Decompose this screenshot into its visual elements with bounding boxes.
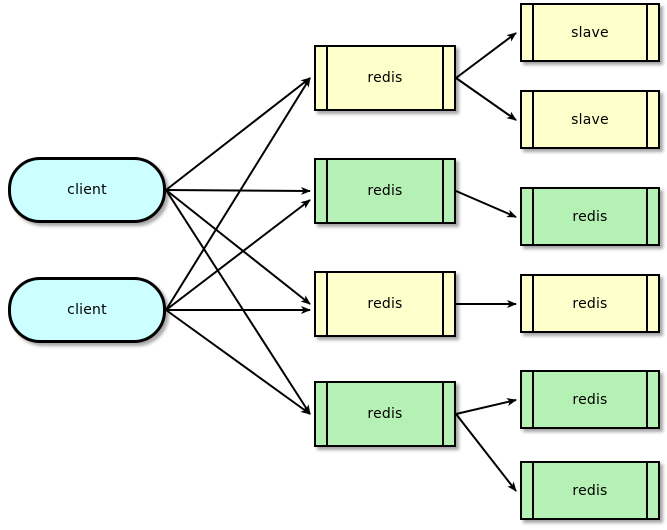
node-label: redis <box>367 406 403 422</box>
node-label: redis <box>572 295 608 312</box>
node-label: redis <box>572 482 608 499</box>
node-replica3[interactable]: redis <box>520 187 660 246</box>
node-label: redis <box>367 183 403 199</box>
edge-client1-to-master3 <box>165 189 311 305</box>
edge-client2-to-master4 <box>165 309 311 415</box>
node-label: client <box>67 182 107 198</box>
edge-master1-to-replica1 <box>455 32 517 79</box>
edge-master2-to-replica3 <box>455 190 517 218</box>
node-label: redis <box>572 391 608 408</box>
node-master1[interactable]: redis <box>314 45 456 111</box>
node-master4[interactable]: redis <box>314 381 456 447</box>
node-master2[interactable]: redis <box>314 158 456 224</box>
edge-client2-to-master2 <box>165 199 311 311</box>
edge-master1-to-replica2 <box>455 77 517 121</box>
node-replica5[interactable]: redis <box>520 370 660 429</box>
node-label: redis <box>367 70 403 86</box>
edge-client1-to-master4 <box>165 189 311 415</box>
edge-master4-to-replica6 <box>455 413 517 492</box>
node-label: redis <box>367 296 403 312</box>
node-label: redis <box>572 208 608 225</box>
edge-client1-to-master2 <box>165 186 311 195</box>
node-replica2[interactable]: slave <box>520 90 660 149</box>
edge-client1-to-master1 <box>165 77 311 191</box>
node-label: slave <box>571 24 609 41</box>
edge-client2-to-master1 <box>165 77 311 311</box>
node-replica6[interactable]: redis <box>520 461 660 520</box>
node-replica4[interactable]: redis <box>520 274 660 333</box>
node-label: client <box>67 302 107 318</box>
edge-master4-to-replica5 <box>455 398 517 415</box>
node-client1[interactable]: client <box>8 157 166 223</box>
node-label: slave <box>571 111 609 128</box>
node-client2[interactable]: client <box>8 277 166 343</box>
node-replica1[interactable]: slave <box>520 3 660 62</box>
node-master3[interactable]: redis <box>314 271 456 337</box>
